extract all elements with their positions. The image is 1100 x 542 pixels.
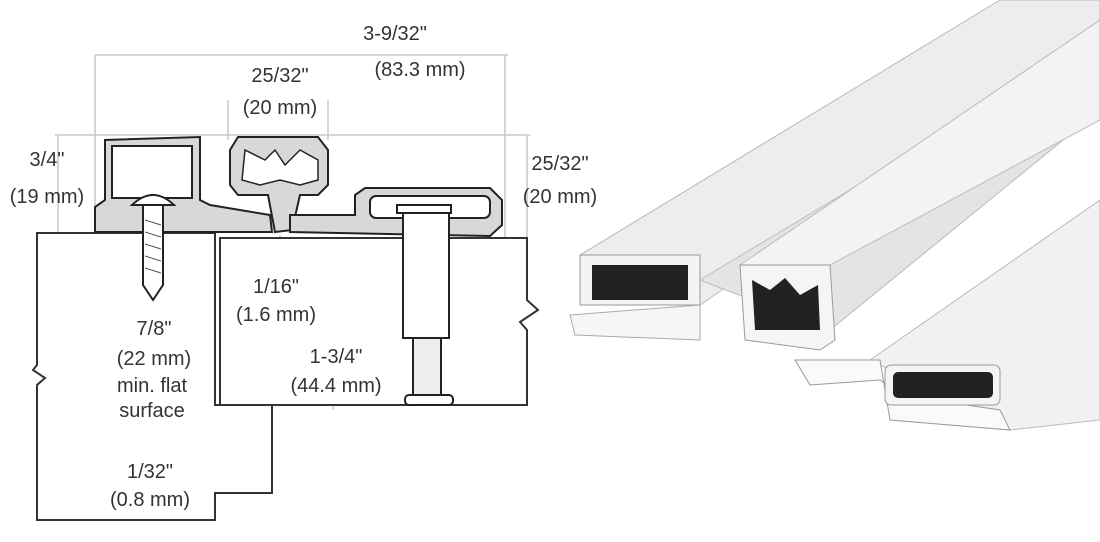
flat-surface-mm: (22 mm) xyxy=(117,348,191,370)
hinge-3d-render xyxy=(569,0,1100,431)
leaf-height-left-mm: (19 mm) xyxy=(10,186,84,208)
door-frame xyxy=(31,232,273,521)
screw-icon xyxy=(129,194,177,302)
door-leaf xyxy=(219,237,540,406)
offset-inch: 1/32" xyxy=(127,461,173,483)
flat-surface-note-2: surface xyxy=(119,400,185,422)
leaf-height-left-inch: 3/4" xyxy=(30,149,65,171)
flat-surface-inch: 7/8" xyxy=(137,318,172,340)
overall-width-inch: 3-9/32" xyxy=(363,23,427,45)
through-bolt-icon xyxy=(396,204,454,406)
flat-surface-note-1: min. flat xyxy=(117,375,187,397)
left-leaf-channel xyxy=(111,145,193,199)
overall-width-mm: (83.3 mm) xyxy=(374,59,465,81)
knuckle-width-mm: (20 mm) xyxy=(243,97,317,119)
leaf-height-right-inch: 25/32" xyxy=(531,153,588,175)
knuckle-width-inch: 25/32" xyxy=(251,65,308,87)
knuckle-gear xyxy=(241,148,319,186)
gap-inch: 1/16" xyxy=(253,276,299,298)
offset-mm: (0.8 mm) xyxy=(110,489,190,511)
leaf-height-right-mm: (20 mm) xyxy=(523,186,597,208)
gap-mm: (1.6 mm) xyxy=(236,304,316,326)
door-thickness-inch: 1-3/4" xyxy=(310,346,363,368)
door-thickness-mm: (44.4 mm) xyxy=(290,375,381,397)
